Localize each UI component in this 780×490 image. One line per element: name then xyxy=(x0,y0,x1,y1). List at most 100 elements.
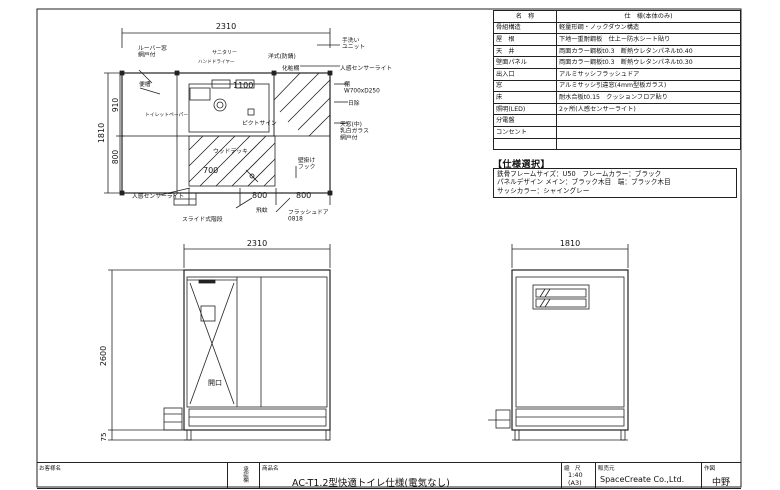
spec-header-spec: 仕 様(本体のみ) xyxy=(556,10,741,23)
spec-row-value: 両面カラー鋼板t0.3 断熱ウレタンパネルt0.40 xyxy=(556,44,741,58)
plan-dim-800b: 800 xyxy=(296,191,311,200)
spec-row-value xyxy=(556,125,741,139)
plan-view: 2310 1810 910 800 xyxy=(97,22,348,213)
spec-row-value: 耐水合板t0.15 クッションフロア貼り xyxy=(556,91,741,104)
spec-row: 屋 根下地一重耐鋼板 仕上ー防水シート貼り xyxy=(493,33,741,46)
plan-label-louver: ルーバー窓網戸付 xyxy=(138,44,167,59)
spec-row-value: アルミサッシフラッシュドア xyxy=(556,67,741,81)
spec-row-key: 骨組構造 xyxy=(493,21,557,35)
front-label-open: 開口 xyxy=(208,379,222,387)
selection-box: 鉄骨フレームサイズ：U50 フレームカラー：ブラック パネルデザイン メイン：ブ… xyxy=(493,168,737,198)
tb-scale: 縮 尺 1:40 (A3) xyxy=(561,463,595,488)
spec-row-value: 2ヶ所(人感センサーライト) xyxy=(556,102,741,116)
front-dim-base: 75 xyxy=(100,433,108,442)
spec-row: 壁面パネル両面カラー鋼板t0.3 断熱ウレタンパネルt0.30 xyxy=(493,56,741,69)
plan-label-wood-deck: ウッドデッキ xyxy=(213,147,248,155)
spec-row-value: アルミサッシ引違窓(4mm型板ガラス) xyxy=(556,79,741,93)
plan-label-wall-hook: 壁掛けフック xyxy=(298,156,316,171)
tb-approval-label: 承認欄 xyxy=(242,466,248,483)
plan-label-makeup-shelf: 化粧棚 xyxy=(282,64,300,72)
selection-line-3: サッシカラー：シャイングレー xyxy=(497,186,590,195)
selection-line-1: 鉄骨フレームサイズ：U50 フレームカラー：ブラック xyxy=(497,170,662,178)
tb-approval: 承認欄 xyxy=(227,463,259,488)
spec-row-key: コンセント xyxy=(493,125,557,139)
spec-rows: 骨組構造軽量形鋼・ノックダウン構造屋 根下地一重耐鋼板 仕上ー防水シート貼り天 … xyxy=(493,21,741,151)
plan-label-human-sensor-light2: 人感センサーライト xyxy=(132,192,184,200)
plan-labels: ルーバー窓網戸付 便槽 サニタリー トイレットペーパー ハンドドライヤー 洋式(… xyxy=(132,36,392,223)
plan-dim-800: 800 xyxy=(111,150,120,165)
spec-row-key: 床 xyxy=(493,91,557,104)
spec-row-key: 窓 xyxy=(493,79,557,93)
spec-row-value xyxy=(556,137,741,151)
spec-row xyxy=(493,137,741,151)
spec-row-value: 軽量形鋼・ノックダウン構造 xyxy=(556,21,741,35)
spec-row-key: 天 井 xyxy=(493,44,557,58)
spec-row-value xyxy=(556,114,741,127)
selection-line-2: パネルデザイン メイン：ブラック木目 端：ブラック木目 xyxy=(497,178,671,187)
front-dim-width: 2310 xyxy=(247,239,267,248)
spec-row: コンセント xyxy=(493,125,741,139)
plan-dims-inner: 1100 700 800 800 xyxy=(203,81,311,200)
plan-label-hand-wash: 手洗いユニット xyxy=(342,36,365,51)
plan-label-ceiling: 天窓(中)乳白ガラス網戸付 xyxy=(340,120,369,141)
tb-product-label: 商品名 xyxy=(262,466,279,472)
spec-table: 名 称 仕 様(本体のみ) 骨組構造軽量形鋼・ノックダウン構造屋 根下地一重耐鋼… xyxy=(493,10,741,151)
plan-dim-1100: 1100 xyxy=(233,81,253,90)
plan-dim-700: 700 xyxy=(203,166,218,175)
tb-seller-name: SpaceCreate Co.,Ltd. xyxy=(600,475,685,484)
tb-customer-label: お客様名 xyxy=(39,466,62,472)
selection-title: 【仕様選択】 xyxy=(493,160,551,170)
spec-row-key xyxy=(493,137,557,151)
plan-label-human-sensor-light: 人感センサーライト xyxy=(340,64,392,72)
spec-row-key: 分電盤 xyxy=(493,114,557,127)
tb-customer: お客様名 xyxy=(37,463,227,488)
tb-paper-size: (A3) xyxy=(568,479,582,487)
tb-scale-label: 縮 尺 xyxy=(564,466,581,472)
spec-row: 分電盤 xyxy=(493,114,741,127)
tb-scale-value: 1:40 xyxy=(568,471,583,479)
spec-row: 窓アルミサッシ引違窓(4mm型板ガラス) xyxy=(493,79,741,93)
tb-drafter-label: 作図 xyxy=(704,466,716,472)
tb-product: 商品名 AC-T1.2型快適トイレ仕様(電気なし) xyxy=(259,463,561,489)
plan-label-toilet-paper: トイレットペーパー xyxy=(145,112,188,118)
spec-row-key: 壁面パネル xyxy=(493,56,557,69)
side-dim-width: 1810 xyxy=(560,239,580,248)
tb-drafter: 作図 中野 xyxy=(701,463,741,488)
spec-header-name: 名 称 xyxy=(493,10,557,23)
front-dim-height: 2600 xyxy=(99,346,108,366)
side-elevation xyxy=(488,244,629,441)
plan-label-slide-steps: スライド式階段 xyxy=(182,215,223,223)
spec-row: 骨組構造軽量形鋼・ノックダウン構造 xyxy=(493,21,741,35)
tb-drafter-name: 中野 xyxy=(712,478,731,488)
plan-dim-800a: 800 xyxy=(252,191,267,200)
plan-dim-910: 910 xyxy=(111,98,120,113)
plan-label-benki: 便槽 xyxy=(139,80,151,88)
spec-row-key: 屋 根 xyxy=(493,33,557,46)
spec-row: 出入口アルミサッシフラッシュドア xyxy=(493,67,741,81)
sheet-frame xyxy=(36,8,742,488)
spec-row-value: 両面カラー鋼板t0.3 断熱ウレタンパネルt0.30 xyxy=(556,56,741,69)
spec-row: 天 井両面カラー鋼板t0.3 断熱ウレタンパネルt0.40 xyxy=(493,44,741,58)
tb-product-name: AC-T1.2型快適トイレ仕様(電気なし) xyxy=(292,478,450,489)
tb-seller: 販売元 SpaceCreate Co.,Ltd. xyxy=(595,463,701,488)
plan-label-western-toilet: 洋式(防錆) xyxy=(268,52,296,60)
spec-row-key: 照明(LED) xyxy=(493,102,557,116)
plan-label-eaves: 日除 xyxy=(348,99,360,107)
title-block: お客様名 承認欄 商品名 AC-T1.2型快適トイレ仕様(電気なし) 縮 尺 1… xyxy=(37,462,741,489)
spec-row: 床耐水合板t0.15 クッションフロア貼り xyxy=(493,91,741,104)
plan-dim-left: 1810 xyxy=(97,123,106,143)
plan-dim-top: 2310 xyxy=(216,22,236,31)
spec-header-row: 名 称 仕 様(本体のみ) xyxy=(493,10,741,23)
front-elevation xyxy=(108,244,331,441)
plan-label-hand-dryer: ハンドドライヤー xyxy=(198,59,235,65)
plan-label-sanitary: サニタリー xyxy=(212,49,237,56)
tb-seller-label: 販売元 xyxy=(598,466,615,472)
spec-row: 照明(LED)2ヶ所(人感センサーライト) xyxy=(493,102,741,116)
spec-row-key: 出入口 xyxy=(493,67,557,81)
spec-row-value: 下地一重耐鋼板 仕上ー防水シート貼り xyxy=(556,33,741,46)
plan-label-pictogram: ピクトサイン xyxy=(242,120,277,127)
plan-label-entrance: 飛蚊 xyxy=(256,206,268,214)
